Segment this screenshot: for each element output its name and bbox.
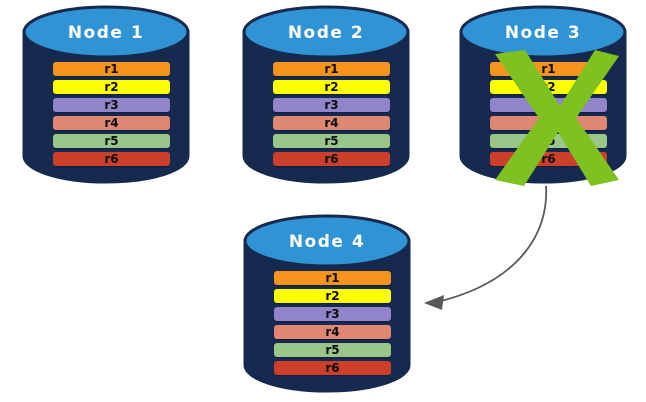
row-item[interactable]: r6 bbox=[490, 152, 607, 166]
row-item[interactable]: r3 bbox=[490, 98, 607, 112]
row-item[interactable]: r3 bbox=[273, 98, 390, 112]
row-item[interactable]: r5 bbox=[53, 134, 170, 148]
row-item[interactable]: r1 bbox=[53, 62, 170, 76]
row-item[interactable]: r6 bbox=[53, 152, 170, 166]
row-item[interactable]: r6 bbox=[274, 361, 391, 375]
row-item[interactable]: r4 bbox=[273, 116, 390, 130]
node-cylinder-3[interactable]: Node 3 r1 r2 r3 r4 r5 r6 bbox=[459, 5, 627, 186]
row-item[interactable]: r3 bbox=[53, 98, 170, 112]
row-item[interactable]: r5 bbox=[274, 343, 391, 357]
row-item[interactable]: r2 bbox=[53, 80, 170, 94]
row-item[interactable]: r4 bbox=[274, 325, 391, 339]
arrowhead-icon bbox=[424, 295, 444, 310]
node-cylinder-1[interactable]: Node 1 r1 r2 r3 r4 r5 r6 bbox=[22, 5, 190, 184]
row-item[interactable]: r3 bbox=[274, 307, 391, 321]
node-cylinder-2[interactable]: Node 2 r1 r2 r3 r4 r5 r6 bbox=[242, 5, 410, 184]
row-item[interactable]: r1 bbox=[274, 271, 391, 285]
row-item[interactable]: r2 bbox=[490, 80, 607, 94]
row-item[interactable]: r6 bbox=[273, 152, 390, 166]
row-item[interactable]: r2 bbox=[273, 80, 390, 94]
row-item[interactable]: r4 bbox=[490, 116, 607, 130]
row-item[interactable]: r1 bbox=[490, 62, 607, 76]
node-cylinder-4[interactable]: Node 4 r1 r2 r3 r4 r5 r6 bbox=[243, 214, 411, 393]
row-item[interactable]: r5 bbox=[490, 134, 607, 148]
row-item[interactable]: r5 bbox=[273, 134, 390, 148]
row-item[interactable]: r2 bbox=[274, 289, 391, 303]
row-item[interactable]: r1 bbox=[273, 62, 390, 76]
row-item[interactable]: r4 bbox=[53, 116, 170, 130]
